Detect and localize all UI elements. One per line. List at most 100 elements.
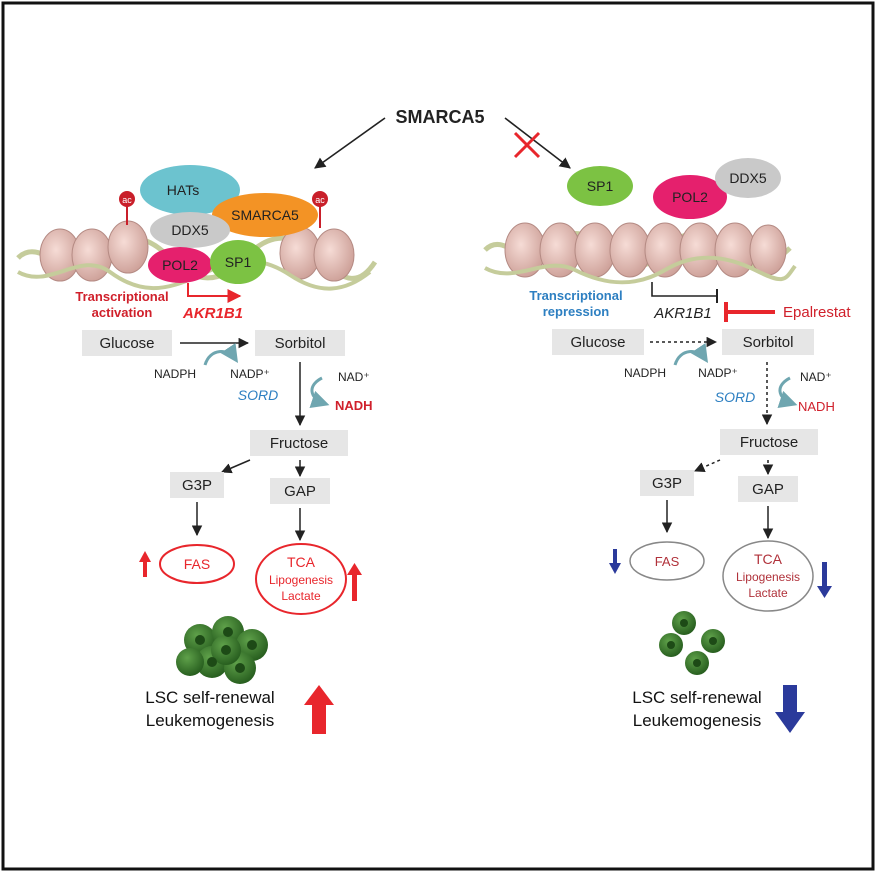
fructose-box xyxy=(720,429,818,455)
acetyl-label: ac xyxy=(122,195,132,205)
fas-label: FAS xyxy=(184,556,210,572)
hats-label: HATs xyxy=(167,182,199,198)
lactate-label: Lactate xyxy=(748,586,788,600)
gap-box xyxy=(738,476,798,502)
sp1-protein xyxy=(567,166,633,206)
mechanism-line2: repression xyxy=(543,304,610,319)
acetyl-mark-left-1: ac xyxy=(119,191,135,225)
glucose-label: Glucose xyxy=(99,335,154,352)
outcome-down-arrow-icon xyxy=(775,685,805,733)
sorbitol-label: Sorbitol xyxy=(275,335,326,352)
repression-bar xyxy=(651,282,718,303)
lipogenesis-label: Lipogenesis xyxy=(736,570,800,584)
glucose-box xyxy=(82,330,172,356)
fructose-label: Fructose xyxy=(270,435,328,452)
fas-down-arrow-icon xyxy=(609,549,621,574)
fas-node xyxy=(629,541,705,581)
sorbitol-box xyxy=(255,330,345,356)
nad-cofactor-arrow xyxy=(777,376,798,408)
g3p-label: G3P xyxy=(182,477,212,494)
sord-label: SORD xyxy=(238,387,278,403)
hats-protein xyxy=(140,165,240,215)
fas-label: FAS xyxy=(655,554,680,569)
gap-label: GAP xyxy=(284,483,316,500)
nad-label: NAD⁺ xyxy=(800,370,832,384)
nadp-label: NADP⁺ xyxy=(230,367,270,381)
lactate-label: Lactate xyxy=(281,589,321,603)
sp1-label: SP1 xyxy=(225,254,252,270)
gap-label: GAP xyxy=(752,481,784,498)
pol2-protein xyxy=(148,247,212,283)
gene-label: AKR1B1 xyxy=(182,305,243,322)
right-chromatin xyxy=(483,222,797,285)
tca-label: TCA xyxy=(754,551,783,567)
right-panel: SP1 POL2 DDX5 Transcriptional repression… xyxy=(483,158,851,733)
tca-down-arrow-icon xyxy=(817,562,832,598)
smarca5-title: SMARCA5 xyxy=(395,107,484,127)
nadph-label: NADPH xyxy=(154,367,196,381)
nad-label: NAD⁺ xyxy=(338,370,370,384)
acetyl-label: ac xyxy=(315,195,325,205)
pol2-label: POL2 xyxy=(672,189,708,205)
epalrestat-inhibition-bar xyxy=(724,302,775,322)
outcome-up-arrow-icon xyxy=(304,685,334,734)
blocked-cross-icon xyxy=(513,131,541,159)
ddx5-label: DDX5 xyxy=(729,170,767,186)
glucose-label: Glucose xyxy=(570,334,625,351)
smarca5-protein xyxy=(212,193,318,237)
gap-box xyxy=(270,478,330,504)
arrow-to-left-panel xyxy=(314,117,386,169)
leukemia-cell-cluster-icon xyxy=(659,611,725,675)
sp1-label: SP1 xyxy=(587,178,614,194)
leukemia-cell-cluster-icon xyxy=(176,616,268,684)
left-panel: ac ac HATs SMARCA5 DDX5 POL2 SP1 Transcr… xyxy=(16,165,378,734)
sorbitol-label: Sorbitol xyxy=(743,334,794,351)
g3p-label: G3P xyxy=(652,475,682,492)
ddx5-label: DDX5 xyxy=(171,222,209,238)
nad-cofactor-arrow xyxy=(309,376,330,408)
fructose-to-g3p-arrow xyxy=(694,459,721,472)
tca-up-arrow-icon xyxy=(347,563,362,601)
tca-node xyxy=(722,540,814,612)
outcome-line1: LSC self-renewal xyxy=(632,688,761,707)
nadp-label: NADP⁺ xyxy=(698,366,738,380)
inhibitor-label: Epalrestat xyxy=(783,304,851,321)
nadh-label: NADH xyxy=(798,399,835,414)
mechanism-line2: activation xyxy=(92,305,153,320)
outcome-line1: LSC self-renewal xyxy=(145,688,274,707)
fas-node xyxy=(159,544,235,584)
sord-label: SORD xyxy=(715,389,755,405)
mechanism-line1: Transcriptional xyxy=(75,289,168,304)
arrow-to-right-panel xyxy=(504,117,571,169)
smarca5-label: SMARCA5 xyxy=(231,207,299,223)
tca-label: TCA xyxy=(287,554,316,570)
glucose-box xyxy=(552,329,644,355)
g3p-box xyxy=(170,472,224,498)
fas-up-arrow-icon xyxy=(139,551,151,577)
gene-label: AKR1B1 xyxy=(653,305,712,322)
g3p-box xyxy=(640,470,694,496)
ddx5-protein xyxy=(715,158,781,198)
lipogenesis-label: Lipogenesis xyxy=(269,573,333,587)
acetyl-mark-left-2: ac xyxy=(312,191,328,228)
mechanism-line1: Transcriptional xyxy=(529,288,622,303)
nadph-label: NADPH xyxy=(624,366,666,380)
sp1-protein xyxy=(210,240,266,284)
outcome-line2: Leukemogenesis xyxy=(146,711,275,730)
left-chromatin xyxy=(16,220,378,291)
nadh-label: NADH xyxy=(335,398,373,413)
activation-arrow xyxy=(187,283,242,303)
pol2-protein xyxy=(653,175,727,219)
fructose-box xyxy=(250,430,348,456)
nadph-cofactor-arrow xyxy=(203,343,239,366)
fructose-label: Fructose xyxy=(740,434,798,451)
tca-node xyxy=(255,543,347,615)
sorbitol-box xyxy=(722,329,814,355)
ddx5-protein xyxy=(150,212,230,248)
outcome-line2: Leukemogenesis xyxy=(633,711,762,730)
nadph-cofactor-arrow xyxy=(673,343,709,366)
pol2-label: POL2 xyxy=(162,257,198,273)
